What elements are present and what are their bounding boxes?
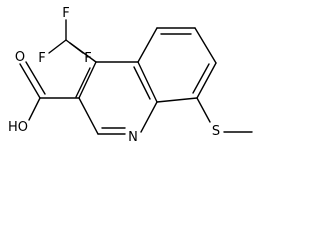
- atom-label-fluorine-right: F: [84, 51, 91, 66]
- bond-c7-c8-double: [192, 63, 210, 94]
- atom-labels: F F F HO O N S: [8, 6, 220, 145]
- bond-carboxyl-oh: [28, 97, 41, 121]
- bond-c8-s: [196, 97, 211, 123]
- bond-c7-c8: [196, 62, 217, 99]
- atom-label-fluorine-left: F: [38, 51, 45, 66]
- bond-n1-c8a: [140, 101, 158, 133]
- bond-c8a-c4a-double: [133, 66, 151, 100]
- quinoline-structure-diagram: F F F HO O N S: [8, 6, 253, 145]
- bond-c6-c7: [194, 27, 217, 64]
- atom-label-carbonyl-oxygen: O: [15, 50, 25, 65]
- bond-c4-c3-double: [75, 67, 91, 98]
- bond-c8-c8a: [156, 97, 198, 103]
- atom-label-sulfur: S: [212, 124, 220, 139]
- bond-carboxyl-o-double-b: [25, 61, 46, 95]
- atom-label-fluorine-top: F: [62, 6, 69, 21]
- bond-c8a-c4a: [137, 61, 158, 103]
- bond-lines: [19, 19, 253, 135]
- atom-label-hydroxyl: HO: [8, 120, 28, 135]
- bond-carboxyl-o-double-a: [19, 63, 41, 99]
- bond-c4-cf3: [69, 42, 97, 63]
- bond-c4a-c5: [137, 27, 158, 63]
- bond-c4-c3: [78, 61, 97, 99]
- bond-cf3-f-left: [48, 39, 67, 54]
- atom-label-ring-nitrogen: N: [128, 130, 138, 145]
- bond-c3-c2: [78, 97, 99, 135]
